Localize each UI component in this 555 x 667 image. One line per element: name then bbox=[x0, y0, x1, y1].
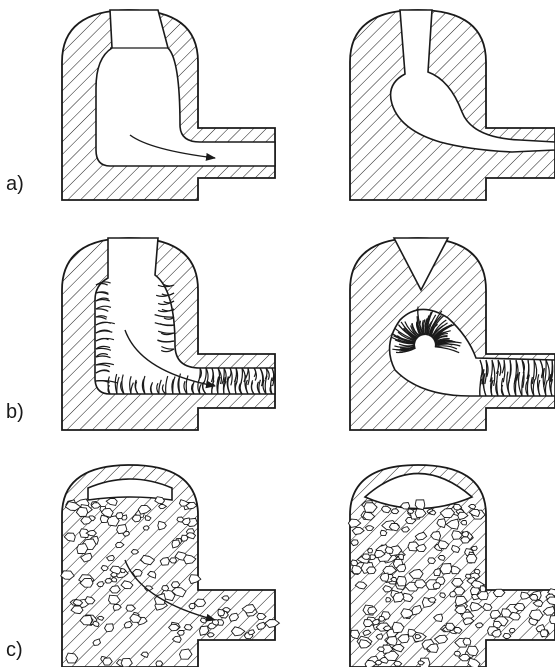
grain bbox=[116, 513, 123, 519]
grain bbox=[351, 560, 358, 566]
grain bbox=[218, 609, 225, 615]
grain bbox=[77, 544, 88, 554]
grain bbox=[379, 616, 385, 621]
grain bbox=[171, 582, 180, 588]
grain bbox=[362, 554, 370, 559]
grain bbox=[105, 624, 114, 632]
grain bbox=[465, 574, 471, 578]
grain bbox=[428, 558, 436, 564]
grain bbox=[143, 526, 149, 531]
panel-c-left bbox=[61, 465, 280, 667]
grain bbox=[391, 509, 399, 514]
panel-b-left bbox=[62, 238, 275, 430]
grain bbox=[540, 630, 548, 637]
grain bbox=[177, 517, 184, 522]
grain bbox=[454, 651, 461, 656]
grain bbox=[131, 550, 138, 555]
grain bbox=[189, 603, 195, 608]
row-label-b: b) bbox=[6, 401, 24, 423]
panel-a-left bbox=[62, 10, 275, 200]
grain bbox=[466, 554, 477, 563]
grain bbox=[452, 579, 464, 587]
grain bbox=[503, 633, 511, 638]
grain bbox=[550, 616, 555, 624]
grain bbox=[365, 526, 373, 531]
row-label-a: a) bbox=[6, 173, 24, 195]
grain bbox=[156, 661, 163, 666]
grain bbox=[399, 554, 404, 559]
grain bbox=[433, 583, 441, 589]
grain bbox=[368, 549, 373, 553]
panel-b-right bbox=[350, 238, 555, 430]
grain bbox=[386, 598, 391, 602]
grain bbox=[367, 567, 377, 574]
grain bbox=[480, 586, 486, 592]
grain bbox=[446, 623, 455, 630]
grain bbox=[105, 579, 112, 584]
grain bbox=[189, 575, 201, 584]
row-label-c: c) bbox=[6, 639, 23, 661]
grain bbox=[463, 638, 471, 645]
grain bbox=[207, 633, 214, 638]
panel-c-right bbox=[348, 465, 555, 667]
panel-a-right bbox=[350, 10, 555, 200]
grain bbox=[450, 591, 457, 597]
grain bbox=[461, 537, 470, 543]
grain bbox=[397, 576, 407, 586]
